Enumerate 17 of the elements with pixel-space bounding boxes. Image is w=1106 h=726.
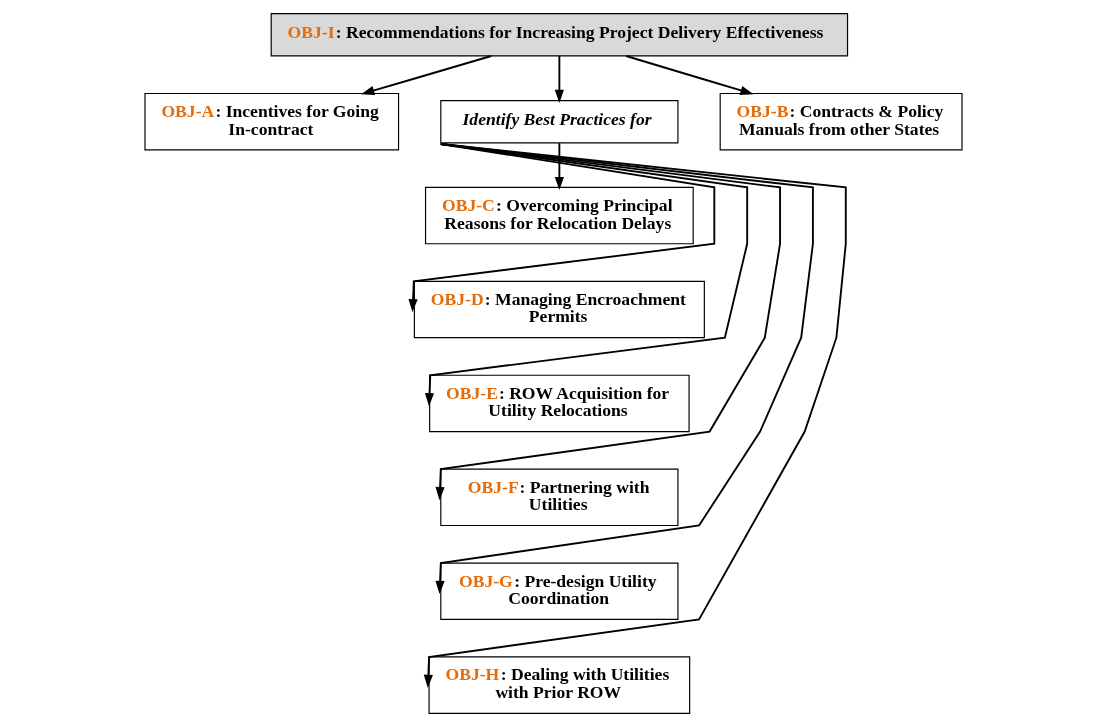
arrow — [407, 142, 715, 312]
node-box: OBJ-B: Contracts & Policy Manuals from other States — [719, 92, 963, 150]
node-box: OBJ-C: Overcoming Principal Reasons for Relocation Delays — [424, 186, 694, 244]
node-box: OBJ-E: ROW Acquisition for Utility Relocations — [428, 374, 690, 432]
node-box: OBJ-F: Partnering with Utilities — [439, 468, 678, 526]
arrow — [554, 54, 564, 103]
node-box: OBJ-I: Recommendations for Increasing Project Delivery Effectiveness — [270, 12, 848, 57]
node-box: OBJ-A: Incentives for Going In-contract — [143, 92, 399, 150]
node-box: OBJ-D: Managing Encroachment Permits — [413, 280, 705, 338]
node-box: OBJ-G: Pre-design Utility Coordination — [439, 561, 678, 620]
arrow — [434, 142, 781, 500]
arrow — [434, 142, 814, 594]
arrow — [554, 141, 564, 190]
arrow — [360, 54, 492, 95]
arrow — [624, 54, 754, 95]
node-box: OBJ-H: Dealing with Utilities with Prior ROW — [428, 655, 690, 714]
node-box: Identify Best Practices for — [439, 99, 678, 143]
